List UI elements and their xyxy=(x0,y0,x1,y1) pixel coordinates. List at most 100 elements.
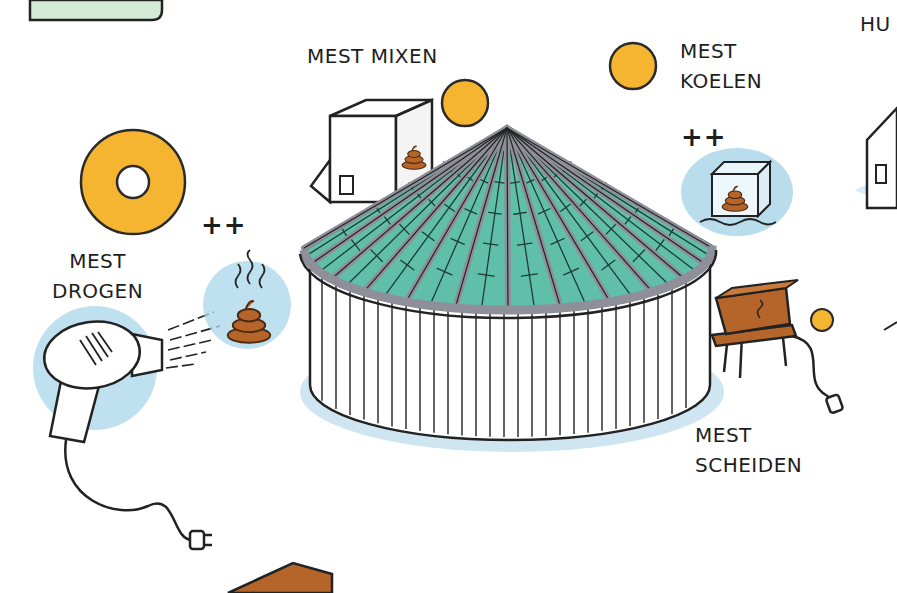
wall-stripe xyxy=(545,309,546,436)
roof-rib-edge xyxy=(364,128,507,292)
wall-stripe xyxy=(461,308,462,435)
score-dot xyxy=(811,309,833,331)
wall-stripe xyxy=(671,285,672,414)
roof-rib-edge xyxy=(507,128,561,308)
partial-label: HU xyxy=(860,12,891,36)
wall-stripe xyxy=(601,303,602,431)
wall-stripe xyxy=(517,310,518,437)
dryer-grill xyxy=(80,332,112,365)
panel-tick xyxy=(451,239,464,245)
wall-stripe xyxy=(349,286,350,415)
roof-rib-edge xyxy=(455,128,507,308)
panel-tick xyxy=(633,250,644,262)
score-dot xyxy=(442,80,488,126)
panel-tick xyxy=(518,243,532,245)
panel-tick xyxy=(606,224,616,234)
wall-stripe xyxy=(447,307,448,434)
panel-tick xyxy=(602,260,615,270)
wall-stripe xyxy=(335,280,336,410)
panel-tick xyxy=(656,238,666,251)
manure-glow xyxy=(203,261,291,349)
wall-stripe xyxy=(629,298,630,426)
panel-tick xyxy=(494,182,505,184)
wall-stripe xyxy=(433,305,434,432)
wall-stripe xyxy=(405,301,406,429)
roof-rib-edge xyxy=(507,128,685,279)
separator xyxy=(712,280,843,414)
panel-tick xyxy=(422,232,434,240)
melt-puddle xyxy=(700,219,776,225)
wall-stripe xyxy=(615,301,616,429)
panel-tick xyxy=(561,204,571,212)
ice-side xyxy=(758,162,770,216)
wall-stripe xyxy=(503,310,504,437)
plus-mark: ++ xyxy=(201,212,247,238)
wall-stripe xyxy=(419,304,420,432)
panel-tick xyxy=(489,212,502,214)
wall-stripe xyxy=(489,310,490,437)
wall-stripe xyxy=(685,278,686,408)
roof-rib-edge xyxy=(507,128,508,310)
plus-mark: ++ xyxy=(681,124,727,150)
roof-ribs xyxy=(304,128,712,310)
wall-stripe xyxy=(321,270,322,400)
roof-rib xyxy=(507,128,610,302)
steam xyxy=(236,250,265,288)
plug xyxy=(190,531,204,549)
score-ring-hole xyxy=(117,166,149,198)
panel-tick xyxy=(514,212,527,214)
panel-tick xyxy=(551,239,564,245)
roof-rib xyxy=(304,128,507,248)
score-dot xyxy=(610,43,656,89)
roof-rib-edge xyxy=(311,128,507,264)
roof-rib xyxy=(507,128,508,310)
wall-stripe xyxy=(643,295,644,423)
separator-mark xyxy=(758,300,763,318)
roof-rib-edge xyxy=(507,128,610,302)
plug-prongs xyxy=(204,535,212,545)
partial-stroke xyxy=(884,322,897,330)
wall-stripe xyxy=(391,298,392,426)
manure-icon xyxy=(722,186,748,211)
silo-roof xyxy=(304,128,712,310)
dryer-head xyxy=(40,316,144,395)
wall-stripe xyxy=(377,295,378,423)
house-window xyxy=(876,165,886,183)
partial-panel xyxy=(30,0,162,20)
panel-tick xyxy=(538,209,550,214)
roof-rib-edge xyxy=(406,128,507,302)
panel-tick xyxy=(564,268,579,275)
wall-stripe xyxy=(475,309,476,436)
panel-tick xyxy=(465,209,477,214)
panel-tick xyxy=(371,250,382,261)
roof-rib-edge xyxy=(507,128,705,264)
manure-icon xyxy=(402,146,426,169)
partial-house xyxy=(867,108,897,208)
panel-tick xyxy=(483,243,497,245)
roof-rib-edge xyxy=(331,128,507,279)
panel-tick xyxy=(401,260,414,269)
panel-tick xyxy=(399,224,409,234)
separator-top xyxy=(716,280,798,298)
dryer-cord xyxy=(65,440,192,540)
roof-rib xyxy=(406,128,507,302)
panel-tick xyxy=(478,274,494,276)
step-label: MEST MIXEN xyxy=(307,44,438,68)
manure-icon xyxy=(228,301,271,343)
cooling-glow xyxy=(681,148,793,236)
partial-roof xyxy=(228,563,332,593)
mixer-chute xyxy=(311,160,330,202)
ice-cube xyxy=(712,174,758,216)
wall-stripe xyxy=(363,291,364,420)
roof-rib-edge xyxy=(507,128,652,292)
step-label: MEST DROGEN xyxy=(52,246,143,306)
mixer-front xyxy=(330,116,396,202)
panel-tick xyxy=(581,232,593,241)
panel-tick xyxy=(510,182,521,184)
hair-dryer xyxy=(40,316,212,549)
roof-rim-edge xyxy=(300,250,716,318)
panel-tick xyxy=(350,238,360,251)
panel-tick xyxy=(444,204,454,211)
roof-rib-edge xyxy=(304,128,507,248)
